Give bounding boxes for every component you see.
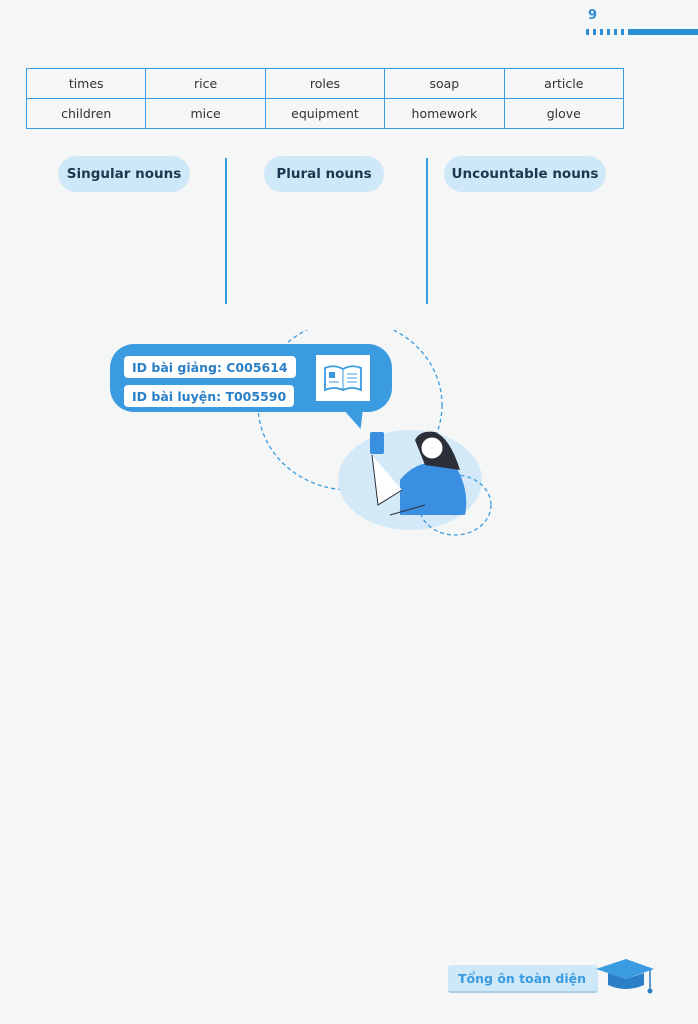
column-divider (225, 158, 227, 304)
word-cell: times (25, 68, 147, 99)
word-cell: rice (145, 68, 266, 99)
student-illustration (257, 330, 492, 536)
book-icon (316, 355, 370, 401)
word-cell: equipment (264, 98, 386, 129)
category-uncountable: Uncountable nouns (444, 156, 606, 192)
word-cell: glove (503, 98, 625, 129)
word-cell: soap (384, 68, 505, 99)
table-row: times rice roles soap article (25, 68, 625, 99)
table-row: children mice equipment homework glove (25, 98, 625, 129)
book-series-label: Tổng ôn toàn diện (448, 965, 598, 993)
lecture-id: ID bài giảng: C005614 (124, 356, 296, 378)
page-decoration-bar (628, 29, 698, 35)
word-cell: article (503, 68, 625, 99)
page-number: 9 (588, 8, 598, 23)
practice-id: ID bài luyện: T005590 (124, 385, 295, 407)
category-singular: Singular nouns (58, 156, 190, 192)
word-cell: homework (384, 98, 505, 129)
graduation-cap-icon (596, 959, 654, 994)
category-plural: Plural nouns (264, 156, 384, 192)
word-cell: children (25, 98, 147, 129)
column-divider (426, 158, 428, 304)
word-table: times rice roles soap article children m… (25, 68, 625, 129)
word-cell: mice (145, 98, 266, 129)
word-cell: roles (264, 68, 386, 99)
